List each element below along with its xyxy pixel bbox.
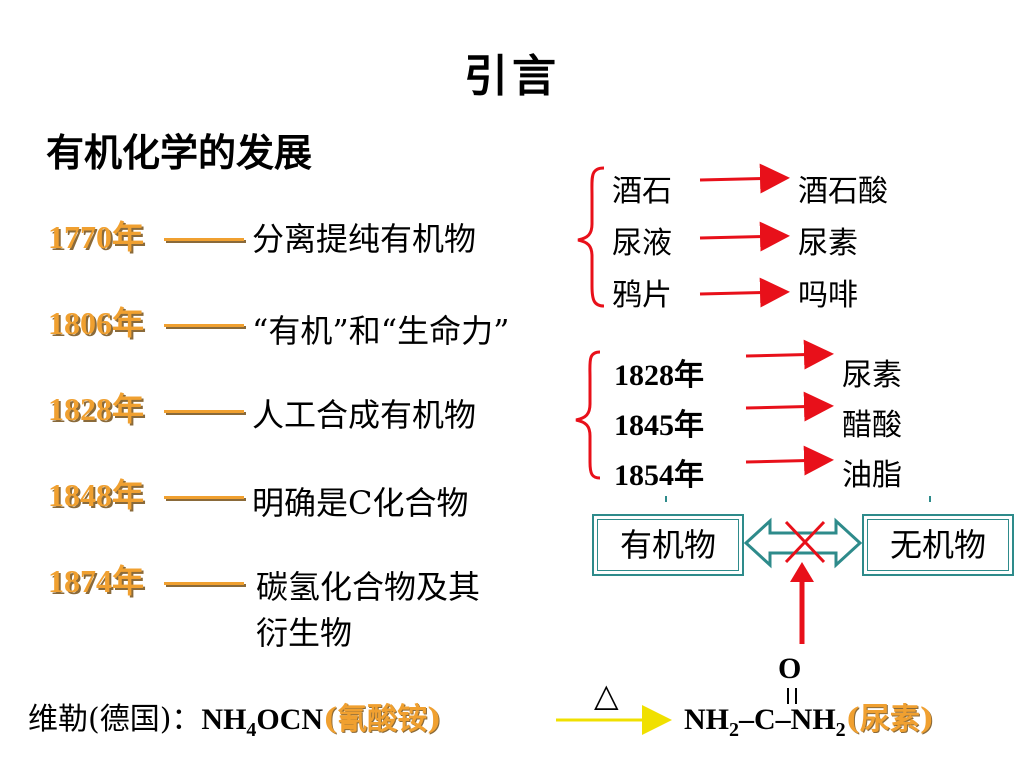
reactant-formula-a: NH [201,703,247,736]
organic-label: 有机物 [619,526,716,564]
reaction-equation: 维勒(德国)：NH4OCN(氰酸铵) [28,694,441,742]
arrow [745,339,834,370]
organic-box: 有机物 [592,514,744,576]
product-formula-a: NH [684,703,729,736]
extracted-item: 吗啡 [798,278,858,313]
reactant-name: (氰酸铵) [323,702,442,737]
timeline-dash [164,238,244,241]
arrow [699,163,790,194]
product-subscript: 2 [729,719,739,741]
source-item: 酒石 [612,174,672,209]
synthesis-product: 尿素 [842,358,902,393]
synthesis-year: 1845年 [614,409,704,442]
synthesis-product: 油脂 [842,458,902,493]
inorganic-label: 无机物 [889,526,986,564]
timeline-dash [164,324,244,327]
reactant-subscript: 4 [246,719,257,741]
reaction-prefix: 维勒(德国)： [28,702,202,737]
arrow-head [790,562,814,582]
timeline-event: “有机”和“生命力” [252,312,510,350]
slide-title: 引言 [464,51,560,102]
curly-brace [577,166,605,308]
synthesis-product: 醋酸 [842,408,902,443]
synthesis-year: 1854年 [614,459,704,492]
reactant-formula-b: OCN [256,703,324,736]
synthesis-year: 1828年 [614,359,704,392]
timeline-event: 碳氢化合物及其 [256,568,481,606]
timeline-event: 明确是C化合物 [252,484,469,522]
timeline-year-1770: 1770年 [48,219,145,255]
oxygen-atom: O [778,652,802,685]
product-formula-mid: –C–NH [739,703,836,736]
timeline-dash [164,410,244,413]
extracted-item: 尿素 [798,226,858,261]
source-item: 尿液 [612,226,672,261]
cross-icon [784,520,826,564]
product-name: (尿素) [845,702,935,737]
section-heading: 有机化学的发展 [46,130,313,175]
extracted-item: 酒石酸 [798,174,888,209]
timeline-event: 人工合成有机物 [252,396,477,434]
timeline-year-1848: 1848年 [48,477,145,513]
timeline-dash [164,582,244,585]
timeline-year-1828: 1828年 [48,391,145,427]
inorganic-box: 无机物 [862,514,1014,576]
curly-brace [575,350,601,480]
arrow [745,445,834,476]
heat-symbol: △ [594,676,619,714]
timeline-event: 分离提纯有机物 [252,220,477,258]
arrow [699,221,790,252]
product-subscript: 2 [835,719,846,741]
timeline-year-1806: 1806年 [48,305,145,341]
timeline-year-1874: 1874年 [48,563,145,599]
timeline-dash [164,496,244,499]
arrow [745,391,834,422]
timeline-event: 衍生物 [256,614,353,652]
product-equation: NH2–C–NH2(尿素) [684,694,934,742]
source-item: 鸦片 [612,278,672,313]
arrow [699,277,790,308]
